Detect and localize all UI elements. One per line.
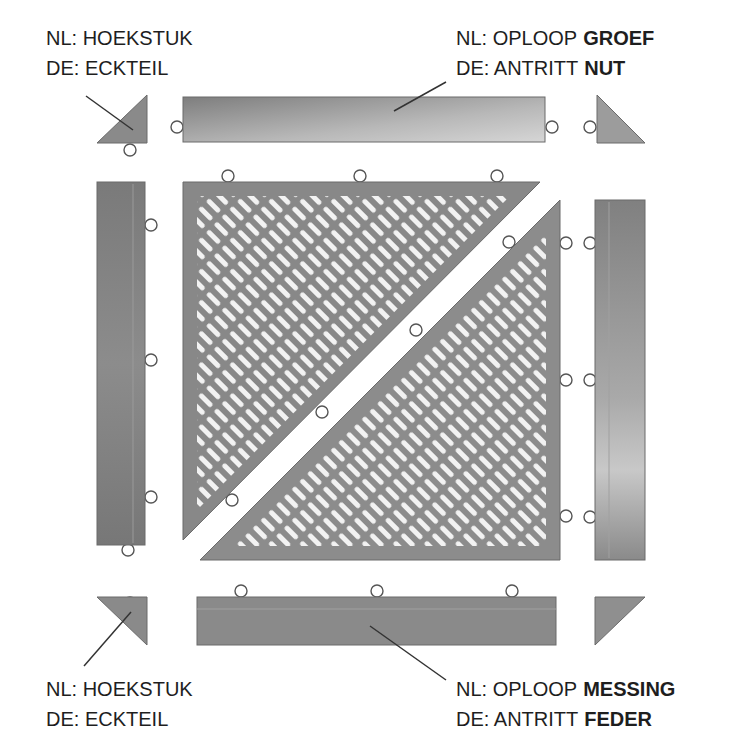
part-name: NL: OPLOOP bbox=[456, 677, 577, 701]
part-name-bold: NUT bbox=[584, 56, 625, 80]
part-name: DE: ECKTEIL bbox=[46, 56, 168, 80]
part-name-bold: FEDER bbox=[584, 707, 652, 731]
part-name: NL: OPLOOP bbox=[456, 26, 577, 50]
part-name: DE: ECKTEIL bbox=[46, 707, 168, 731]
part-name-bold: GROEF bbox=[583, 26, 654, 50]
part-name: DE: ANTRITT bbox=[456, 56, 578, 80]
part-name: NL: HOEKSTUK bbox=[46, 677, 193, 701]
part-name: NL: HOEKSTUK bbox=[46, 26, 193, 50]
part-name-bold: MESSING bbox=[583, 677, 675, 701]
part-name: DE: ANTRITT bbox=[456, 707, 578, 731]
